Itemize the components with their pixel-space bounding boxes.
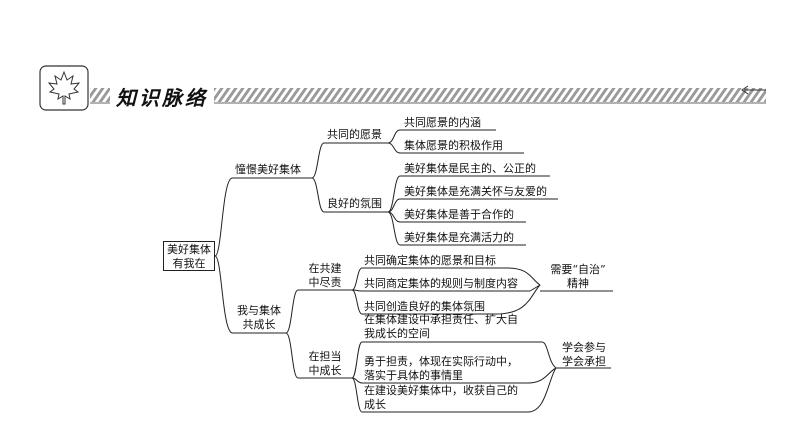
- co-build-line2: 中尽责: [308, 276, 342, 289]
- bear-resp-line1: 在集体建设中承担责任、扩大自: [364, 313, 518, 326]
- take-resp-line1: 在担当: [308, 350, 342, 363]
- branch2-line2: 共成长: [242, 318, 276, 331]
- take-resp-line2: 中成长: [308, 364, 342, 377]
- co-build-line1: 在共建: [308, 262, 342, 275]
- arrow-left-icon: [741, 85, 766, 95]
- leaf-cooperative: 美好集体是善于合作的: [404, 208, 514, 221]
- leaf-vision-role: 集体愿景的积极作用: [404, 139, 503, 152]
- node-good-atmosphere: 良好的氛围: [327, 197, 382, 210]
- leaf-bear-responsibility: 在集体建设中承担责任、扩大自 我成长的空间: [364, 313, 518, 341]
- branch2-line1: 我与集体: [237, 304, 281, 317]
- harvest-line2: 成长: [364, 398, 386, 411]
- section-title: 知识脉络: [110, 82, 214, 111]
- bear-resp-line2: 我成长的空间: [364, 327, 430, 340]
- leaf-vision-meaning: 共同愿景的内涵: [404, 116, 481, 129]
- root-line2: 有我在: [172, 257, 206, 270]
- node-shared-vision: 共同的愿景: [327, 128, 382, 141]
- branch-grow-together: 我与集体 共成长: [233, 304, 285, 332]
- root-line1: 美好集体: [167, 243, 211, 256]
- branch-envision: 憧憬美好集体: [235, 163, 301, 176]
- harvest-line1: 在建设美好集体中，收获自己的: [364, 384, 518, 397]
- leaf-create-atmosphere: 共同创造良好的集体氛围: [364, 300, 485, 313]
- leaf-act-responsibly: 勇于担责，体现在实际行动中， 落实于具体的事情里: [364, 355, 518, 383]
- act-resp-line1: 勇于担责，体现在实际行动中，: [364, 355, 518, 368]
- leaf-caring: 美好集体是充满关怀与友爱的: [404, 185, 547, 198]
- node-co-build: 在共建 中尽责: [300, 262, 350, 290]
- leaf-set-rules: 共同商定集体的规则与制度内容: [364, 277, 518, 290]
- leaf-vibrant: 美好集体是充满活力的: [404, 231, 514, 244]
- self-governance-line2: 精神: [567, 277, 589, 290]
- leaf-democratic: 美好集体是民主的、公正的: [404, 162, 536, 175]
- summary-participate: 学会参与 学会承担: [558, 341, 610, 369]
- self-governance-line1: 需要“自治”: [550, 263, 606, 276]
- leaf-harvest-growth: 在建设美好集体中，收获自己的 成长: [364, 384, 518, 412]
- root-node: 美好集体 有我在: [163, 241, 215, 271]
- node-take-responsibility: 在担当 中成长: [300, 350, 350, 378]
- summary-self-governance: 需要“自治” 精神: [545, 263, 611, 291]
- leaf-set-goals: 共同确定集体的愿景和目标: [364, 254, 496, 267]
- participate-line2: 学会承担: [562, 355, 606, 368]
- maple-leaf-icon: [39, 65, 89, 111]
- act-resp-line2: 落实于具体的事情里: [364, 369, 463, 382]
- participate-line1: 学会参与: [562, 341, 606, 354]
